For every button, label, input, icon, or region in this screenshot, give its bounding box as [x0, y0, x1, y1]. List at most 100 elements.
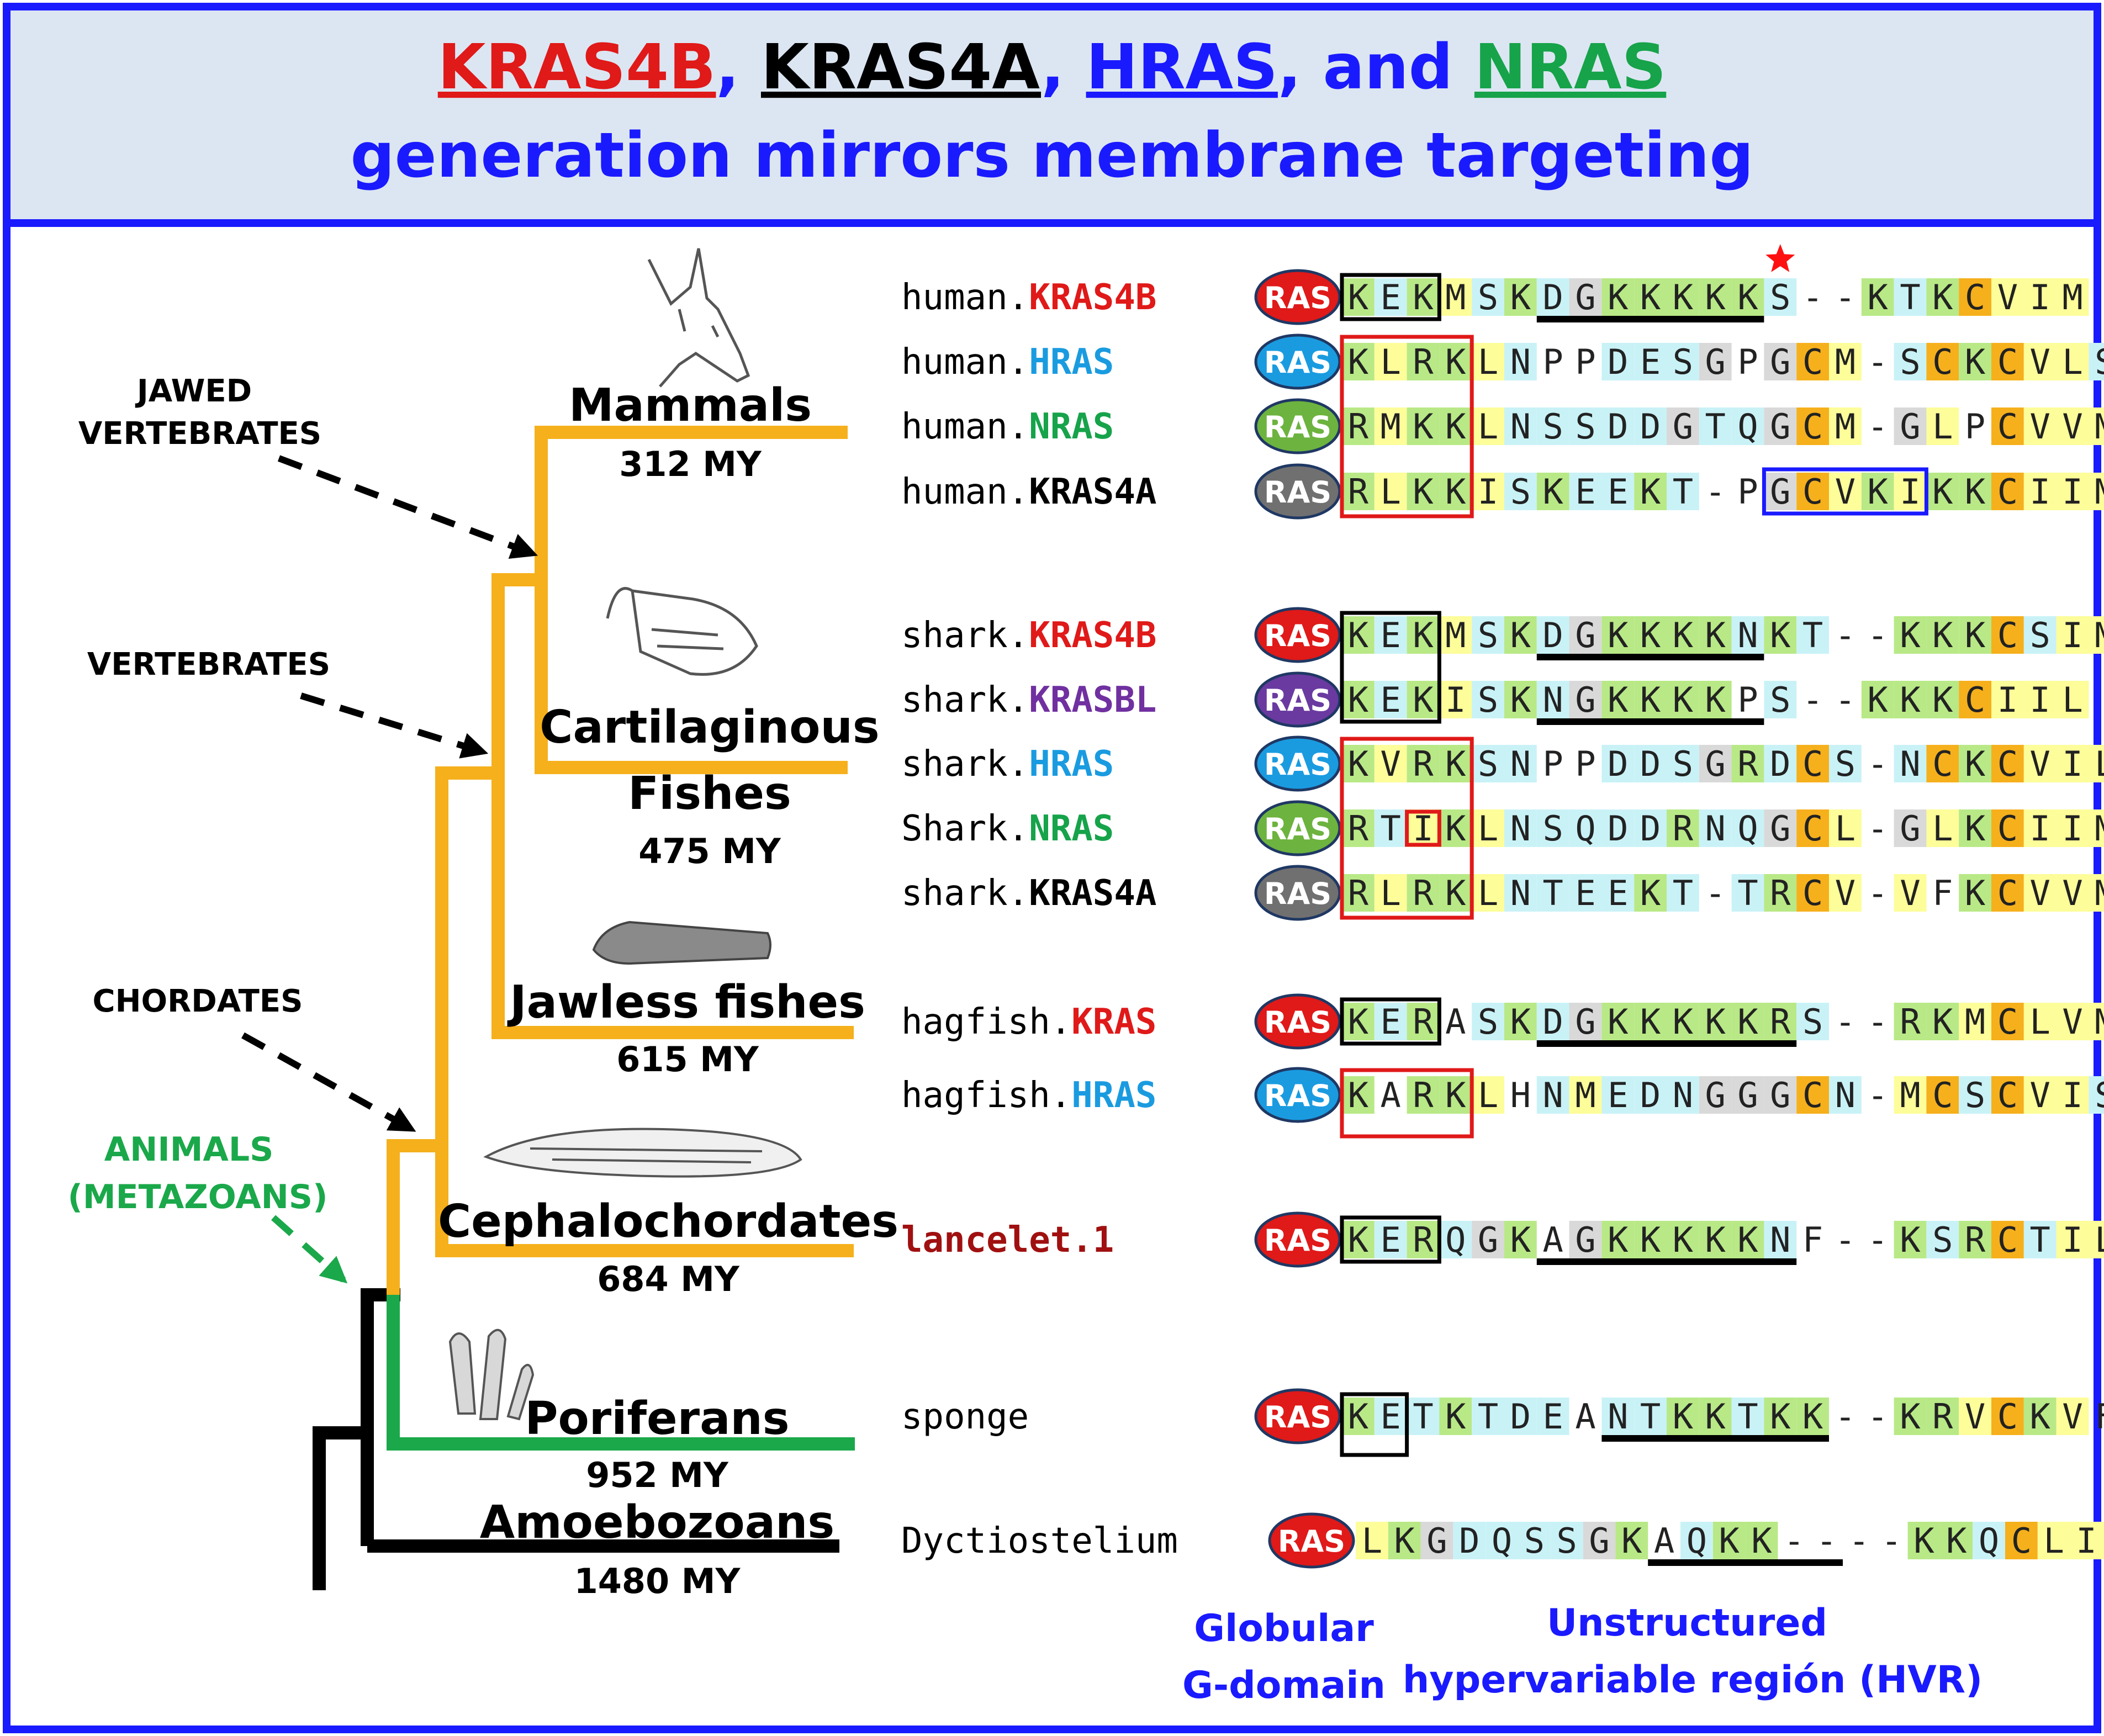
residue: M [1445, 615, 1466, 655]
residue-highlight [1959, 745, 1991, 782]
residue-highlight [1472, 473, 1504, 510]
residue-highlight [2070, 1522, 2103, 1559]
residue: R [1770, 873, 1791, 913]
residue-highlight [2089, 343, 2104, 380]
gene-name: HRAS [1071, 1075, 1156, 1116]
residue-highlight [1764, 1398, 1797, 1435]
residue: I [2076, 1521, 2096, 1561]
title-gene-part: , [716, 31, 761, 103]
residue-highlight [1583, 1522, 1616, 1559]
residue-highlight [1764, 407, 1797, 445]
clade-name: Mammals [569, 379, 812, 432]
residue-highlight [1407, 616, 1440, 654]
tree-jawed-node [491, 573, 541, 773]
residue-highlight [2023, 745, 2057, 782]
residue: K [1673, 1220, 1694, 1260]
residue: S [2030, 615, 2050, 655]
residue-highlight [2023, 1076, 2057, 1114]
residue: C [1997, 744, 2018, 784]
residue: C [1965, 277, 1985, 317]
residue: G [1673, 406, 1693, 447]
residue: G [1900, 406, 1920, 447]
residue-highlight [1926, 278, 1959, 316]
residue: L [1362, 1521, 1382, 1561]
residue-highlight [1374, 473, 1407, 510]
residue: N [1510, 342, 1531, 382]
alignment-box [1340, 273, 1441, 321]
residue-highlight [1407, 407, 1440, 445]
residue: S [1543, 808, 1563, 849]
donkey-illustration [647, 248, 750, 388]
residue: - [1835, 1396, 1855, 1437]
residue-highlight [1796, 616, 1829, 654]
residue-highlight [1601, 343, 1635, 380]
residue: G [1575, 1220, 1595, 1260]
residue: T [1413, 1396, 1433, 1437]
residue: E [1543, 1396, 1563, 1437]
residue: K [1413, 680, 1434, 720]
residue: E [1381, 1220, 1401, 1260]
residue: L [1478, 342, 1498, 382]
residue-highlight [1342, 745, 1375, 782]
residue-highlight [1991, 874, 2024, 912]
residue-highlight [1504, 616, 1537, 654]
residue: - [1868, 1396, 1888, 1437]
residue-highlight [1667, 473, 1699, 510]
residue-highlight [1472, 745, 1504, 782]
sequence-label: shark.KRASBL [901, 680, 1156, 721]
residue: - [1868, 1220, 1888, 1260]
residue-highlight [1973, 1522, 2005, 1559]
residue: S [1835, 744, 1855, 784]
residue-highlight [1991, 343, 2024, 380]
ras-domain-badge [1254, 398, 1341, 454]
residue-highlight [1796, 1076, 1829, 1114]
residue-highlight [1667, 1221, 1699, 1258]
residue-highlight [1699, 745, 1732, 782]
residue-highlight [1959, 1076, 1991, 1114]
residue-highlight [1634, 1076, 1667, 1114]
residue-highlight [1536, 473, 1569, 510]
residue: S [1510, 472, 1531, 512]
residue-highlight [1764, 473, 1797, 510]
residue: S [1770, 680, 1790, 720]
residue: S [1543, 406, 1563, 447]
residue: K [1640, 873, 1661, 913]
residue-highlight [1504, 1003, 1537, 1040]
residue-highlight [1861, 278, 1894, 316]
residue-highlight [1796, 1398, 1829, 1435]
residue-highlight [1731, 1398, 1764, 1435]
residue-highlight [1764, 745, 1797, 782]
residue-highlight [1388, 1522, 1421, 1559]
residue: G [1575, 615, 1595, 655]
residue: K [1802, 1396, 1823, 1437]
residue: E [1381, 1396, 1401, 1437]
residue-highlight [1959, 681, 1991, 718]
residue: E [1608, 1075, 1628, 1115]
residue: L [2095, 1220, 2104, 1260]
residue: K [1640, 1002, 1661, 1042]
residue: K [1348, 615, 1369, 655]
ras-badge-label: RAS [1264, 1400, 1331, 1435]
residue-highlight [1634, 1003, 1667, 1040]
alignment-box [1340, 1215, 1441, 1264]
residue: R [1348, 808, 1369, 849]
residue-highlight [1342, 278, 1375, 316]
residue: K [1510, 615, 1531, 655]
title-gene-part: , [1041, 31, 1086, 103]
residue: L [1478, 873, 1498, 913]
title-gene-part: , and [1278, 31, 1474, 103]
residue-highlight [1407, 681, 1440, 718]
clade-name: Jawless fishes [507, 976, 865, 1029]
residue-highlight [1601, 1221, 1635, 1258]
residue: C [1997, 1396, 2018, 1437]
residue: K [1751, 1521, 1772, 1561]
residue-highlight [1374, 1221, 1407, 1258]
residue-highlight [1796, 407, 1829, 445]
residue: G [1575, 1002, 1595, 1042]
residue-highlight [1667, 1076, 1699, 1114]
residue-highlight [1472, 407, 1504, 445]
phylogenetic-tree [313, 426, 855, 1590]
